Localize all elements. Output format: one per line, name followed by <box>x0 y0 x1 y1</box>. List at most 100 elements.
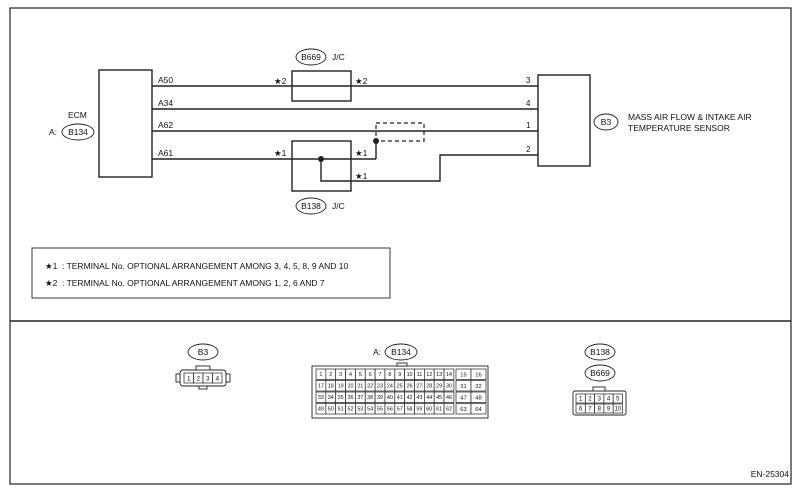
sensor-pin-1: 1 <box>526 121 531 130</box>
ecm-prefix: A: <box>49 127 57 137</box>
b134-pin: 33 <box>318 395 324 401</box>
b134-pin: 64 <box>475 407 482 413</box>
b134-pin: 40 <box>387 395 393 401</box>
b134-pin: 43 <box>416 395 422 401</box>
b3-pin: 1 <box>187 375 191 382</box>
b134-pin: 13 <box>436 372 442 378</box>
ecm-terminal-a34: A34 <box>158 98 173 108</box>
ecm-box <box>98 69 153 178</box>
b134-pin: 21 <box>357 384 363 390</box>
b134-pin: 62 <box>446 407 452 413</box>
notes-box <box>31 247 391 299</box>
b134-pin: 34 <box>328 395 334 401</box>
b134-pin: 26 <box>407 384 413 390</box>
b134-pin-cell <box>443 403 455 415</box>
b134-pin: 46 <box>446 395 452 401</box>
connector-b3-oval <box>187 343 219 361</box>
sensor-box <box>537 74 591 167</box>
b134-pin: 48 <box>475 395 481 401</box>
jc-top-right-mark: ★2 <box>355 76 368 86</box>
b134-pin: 44 <box>426 395 432 401</box>
b134-pin: 7 <box>379 372 382 378</box>
b134-pin-cell <box>470 380 487 392</box>
b134-pin: 58 <box>407 407 413 413</box>
b134-pin: 16 <box>475 372 481 378</box>
sensor-connector-code: B3 <box>601 117 612 127</box>
b134-pin: 24 <box>387 384 393 390</box>
jc-pin: 9 <box>607 407 611 413</box>
b134-pin: 32 <box>475 384 481 390</box>
note-1-text: : TERMINAL No. OPTIONAL ARRANGEMENT AMON… <box>62 261 349 271</box>
connector-jc-bottom-oval <box>584 364 616 382</box>
wires <box>152 85 538 182</box>
jc-pin: 7 <box>588 407 592 413</box>
b134-pin: 22 <box>367 384 373 390</box>
b134-pin: 23 <box>377 384 383 390</box>
sensor-pin-3: 3 <box>526 76 531 85</box>
jc-pin-cell <box>612 393 623 404</box>
ecm-terminal-a62: A62 <box>158 120 173 130</box>
shield-junction-dot <box>373 138 379 144</box>
b134-pin: 14 <box>446 372 452 378</box>
b3-pin: 4 <box>215 375 219 382</box>
connector-b134-prefix: A: <box>373 347 381 357</box>
b134-pin: 8 <box>388 372 391 378</box>
b134-pin: 1 <box>319 372 322 378</box>
jc-bottom-lower-mark: ★1 <box>355 171 368 181</box>
jc-top-connector-oval <box>295 48 327 66</box>
b3-pin-cell <box>212 372 223 384</box>
b134-pin: 52 <box>347 407 353 413</box>
diagram-frame <box>9 7 792 485</box>
b134-pin: 9 <box>398 372 401 378</box>
b134-pin: 30 <box>446 384 452 390</box>
b134-pin: 20 <box>347 384 353 390</box>
b134-pin: 50 <box>328 407 334 413</box>
b134-pin: 41 <box>397 395 403 401</box>
b134-pin: 17 <box>318 384 324 390</box>
b134-pin-cell <box>443 368 455 380</box>
b134-pin: 19 <box>338 384 344 390</box>
b134-pin: 31 <box>460 384 466 390</box>
figure-code: EN-25304 <box>751 469 790 479</box>
b134-pin: 6 <box>369 372 372 378</box>
jc-bottom-left-mark: ★1 <box>274 148 287 158</box>
b134-pin-cell <box>470 403 487 415</box>
jc-bottom-right-mark: ★1 <box>355 148 368 158</box>
b134-pin: 35 <box>338 395 344 401</box>
ecm-label: ECM <box>68 110 87 120</box>
jc-pin: 6 <box>579 407 583 413</box>
b134-pin: 27 <box>416 384 422 390</box>
b134-pin: 47 <box>460 395 466 401</box>
b134-pin: 11 <box>417 372 423 378</box>
jc-top-left-mark: ★2 <box>274 76 287 86</box>
connector-jc-top-label: B138 <box>590 347 610 357</box>
b134-pin: 63 <box>460 407 466 413</box>
sensor-label-line1: MASS AIR FLOW & INTAKE AIR <box>628 112 752 122</box>
jc-pin: 8 <box>598 407 602 413</box>
jc-bottom-connector-oval <box>295 197 327 215</box>
b134-pin-cell <box>470 391 487 403</box>
wire-jc-to-pin2 <box>320 141 538 182</box>
connector-jc-top-oval <box>584 343 616 361</box>
b134-pin-cell <box>443 380 455 392</box>
b134-pin: 15 <box>460 372 466 378</box>
jc-pin: 2 <box>588 397 592 403</box>
connector-b134-oval <box>384 343 418 361</box>
jc-pin: 5 <box>616 397 620 403</box>
b134-pin-cell <box>443 391 455 403</box>
note-2-mark: ★2 <box>45 278 58 288</box>
jc-pin: 10 <box>615 407 622 413</box>
jc-pin: 4 <box>607 397 611 403</box>
b134-pin-cell <box>470 368 487 380</box>
jc-top-label: J/C <box>332 52 345 62</box>
b3-pin: 2 <box>196 375 200 382</box>
shield-dashed-box <box>375 122 425 142</box>
b134-pin: 55 <box>377 407 383 413</box>
b134-pin: 12 <box>426 372 432 378</box>
ecm-terminal-a61: A61 <box>158 148 173 158</box>
b134-pin: 57 <box>397 407 403 413</box>
